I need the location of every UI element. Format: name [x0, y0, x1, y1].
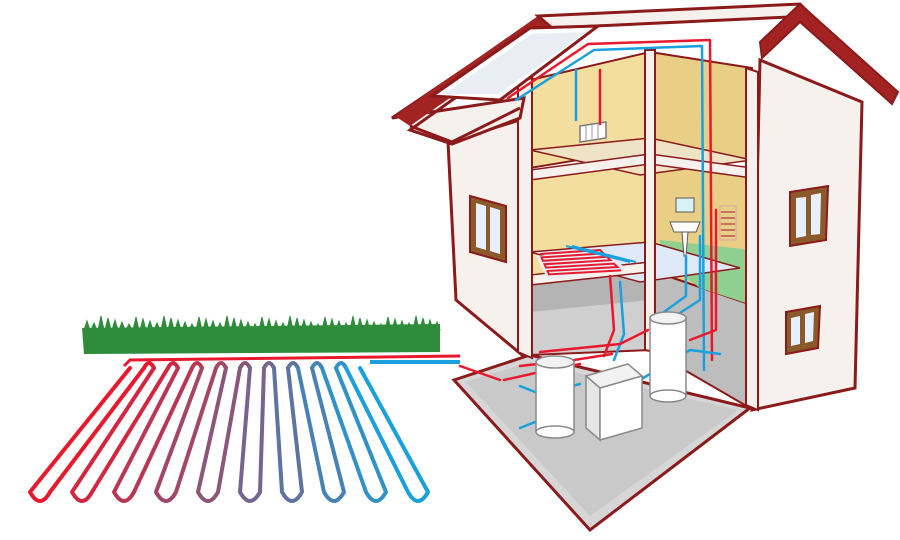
- ground-loop-hairpin: [296, 366, 346, 503]
- underfloor-hot-coil: [539, 248, 622, 276]
- solar-collector: [427, 24, 603, 102]
- ground-loop: [28, 354, 461, 503]
- bathroom-sink: [669, 197, 701, 257]
- ground-loop-hairpin: [112, 366, 194, 503]
- ground-loop-hairpin: [196, 366, 242, 503]
- heat-pump-unit: [584, 363, 644, 442]
- grass-strip: [82, 315, 441, 354]
- window-right-lower: [785, 304, 822, 356]
- underfloor-cold-coil: [565, 245, 637, 263]
- window-left: [469, 194, 507, 264]
- roof-right: [758, 2, 900, 106]
- ground-loop-hairpin: [344, 366, 430, 503]
- ground-loop-hairpin: [28, 366, 146, 503]
- buffer-tank: [535, 355, 575, 439]
- window-right-upper: [789, 184, 830, 248]
- towel-radiator: [719, 205, 737, 241]
- house-pipes: [458, 38, 722, 430]
- underfloor-heating: [536, 245, 637, 280]
- ground-loop-hairpin: [70, 366, 170, 503]
- ground-loop-hairpin: [154, 366, 218, 503]
- house: [391, 2, 900, 533]
- ground-loop-flow-pipe: [122, 354, 461, 368]
- ground-loop-hairpin: [238, 366, 266, 503]
- ground-loop-hairpin: [272, 366, 304, 503]
- ground-loop-hairpin: [320, 366, 388, 503]
- wall-radiator: [579, 121, 607, 143]
- hot-water-tank: [649, 311, 687, 403]
